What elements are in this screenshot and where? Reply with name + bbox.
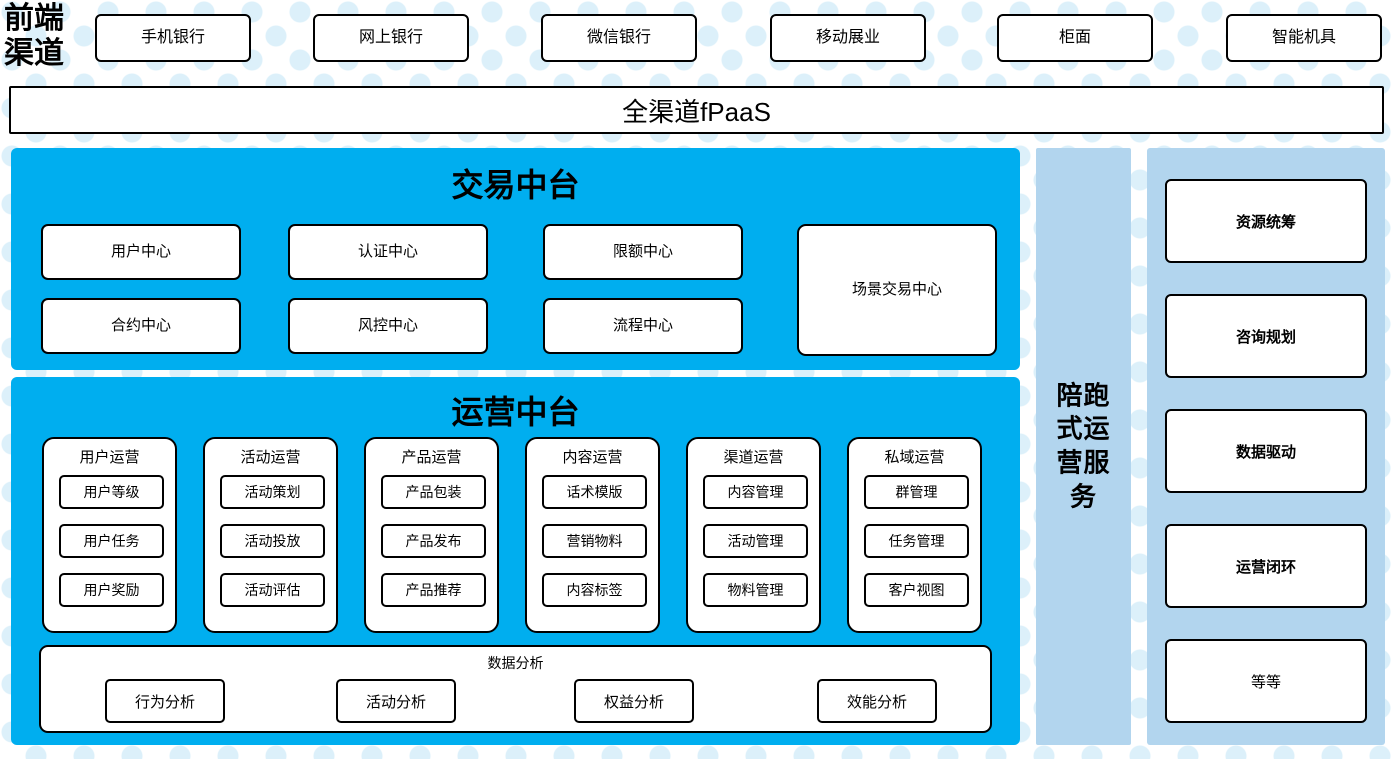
capability-card-etc[interactable]: 等等 (1165, 639, 1367, 723)
trade-center-title: 交易中台 (451, 167, 580, 203)
trade-card-process-center[interactable]: 流程中心 (543, 298, 743, 354)
ops-item-task-management[interactable]: 任务管理 (864, 524, 969, 558)
accompany-service-label: 陪跑式运营服务 (1056, 379, 1111, 512)
data-analysis-item-performance[interactable]: 效能分析 (817, 679, 937, 723)
channel-box-wechat-bank[interactable]: 微信银行 (541, 14, 697, 62)
channel-box-mobile-biz[interactable]: 移动展业 (770, 14, 926, 62)
data-analysis-panel: 数据分析 行为分析 活动分析 权益分析 效能分析 (39, 645, 992, 733)
trade-card-user-center[interactable]: 用户中心 (41, 224, 241, 280)
ops-column-private-domain-operations: 私域运营 群管理 任务管理 客户视图 (847, 437, 982, 633)
ops-item-marketing-material[interactable]: 营销物料 (542, 524, 647, 558)
ops-column-title: 私域运营 (884, 449, 945, 466)
trade-card-limit-center[interactable]: 限额中心 (543, 224, 743, 280)
ops-item-script-template[interactable]: 话术模版 (542, 475, 647, 509)
ops-item-content-tag[interactable]: 内容标签 (542, 573, 647, 607)
ops-column-title: 渠道运营 (723, 449, 784, 466)
channel-box-counter[interactable]: 柜面 (997, 14, 1153, 62)
fpaas-bar: 全渠道fPaaS (9, 86, 1384, 134)
capability-card-resource-coordination[interactable]: 资源统筹 (1165, 179, 1367, 263)
data-analysis-item-campaign[interactable]: 活动分析 (336, 679, 456, 723)
ops-column-title: 内容运营 (562, 449, 623, 466)
capability-card-operation-loop[interactable]: 运营闭环 (1165, 524, 1367, 608)
ops-item-campaign-evaluation[interactable]: 活动评估 (220, 573, 325, 607)
capability-card-data-driven[interactable]: 数据驱动 (1165, 409, 1367, 493)
trade-card-contract-center[interactable]: 合约中心 (41, 298, 241, 354)
trade-card-risk-center[interactable]: 风控中心 (288, 298, 488, 354)
ops-item-product-release[interactable]: 产品发布 (381, 524, 486, 558)
data-analysis-item-behavior[interactable]: 行为分析 (105, 679, 225, 723)
accompany-service-column: 陪跑式运营服务 (1036, 148, 1131, 745)
ops-column-content-operations: 内容运营 话术模版 营销物料 内容标签 (525, 437, 660, 633)
ops-item-user-reward[interactable]: 用户奖励 (59, 573, 164, 607)
ops-column-title: 用户运营 (79, 449, 140, 466)
ops-item-product-recommendation[interactable]: 产品推荐 (381, 573, 486, 607)
channel-box-smart-machine[interactable]: 智能机具 (1226, 14, 1382, 62)
ops-item-product-packaging[interactable]: 产品包装 (381, 475, 486, 509)
ops-item-group-management[interactable]: 群管理 (864, 475, 969, 509)
ops-item-campaign-delivery[interactable]: 活动投放 (220, 524, 325, 558)
data-analysis-title: 数据分析 (487, 655, 544, 671)
ops-item-material-management[interactable]: 物料管理 (703, 573, 808, 607)
channel-box-mobile-bank[interactable]: 手机银行 (95, 14, 251, 62)
ops-center-title: 运营中台 (451, 394, 580, 430)
ops-column-user-operations: 用户运营 用户等级 用户任务 用户奖励 (42, 437, 177, 633)
capability-column: 资源统筹 咨询规划 数据驱动 运营闭环 等等 (1147, 148, 1385, 745)
ops-item-campaign-management[interactable]: 活动管理 (703, 524, 808, 558)
ops-item-user-level[interactable]: 用户等级 (59, 475, 164, 509)
front-channel-label: 前端 渠道 (4, 2, 64, 70)
trade-card-scene-transaction-center[interactable]: 场景交易中心 (797, 224, 997, 356)
ops-column-channel-operations: 渠道运营 内容管理 活动管理 物料管理 (686, 437, 821, 633)
ops-item-user-task[interactable]: 用户任务 (59, 524, 164, 558)
ops-item-content-management[interactable]: 内容管理 (703, 475, 808, 509)
ops-item-customer-view[interactable]: 客户视图 (864, 573, 969, 607)
ops-column-campaign-operations: 活动运营 活动策划 活动投放 活动评估 (203, 437, 338, 633)
capability-card-consulting-planning[interactable]: 咨询规划 (1165, 294, 1367, 378)
ops-item-campaign-planning[interactable]: 活动策划 (220, 475, 325, 509)
trade-card-auth-center[interactable]: 认证中心 (288, 224, 488, 280)
ops-column-title: 活动运营 (240, 449, 301, 466)
ops-column-title: 产品运营 (401, 449, 462, 466)
ops-column-product-operations: 产品运营 产品包装 产品发布 产品推荐 (364, 437, 499, 633)
channel-box-online-bank[interactable]: 网上银行 (313, 14, 469, 62)
data-analysis-item-rights[interactable]: 权益分析 (574, 679, 694, 723)
